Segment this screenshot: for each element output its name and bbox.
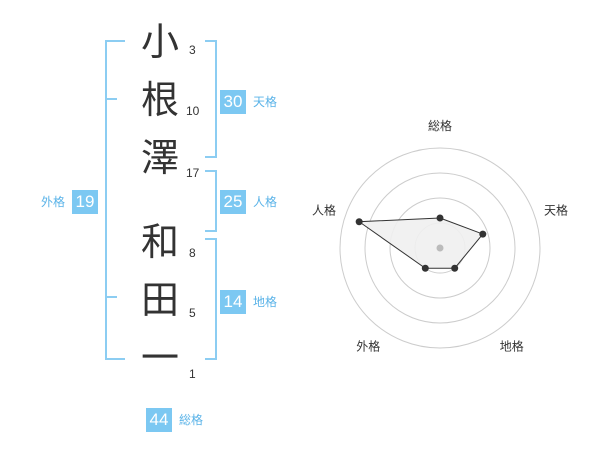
gaikaku-value: 19	[72, 190, 98, 214]
stroke-count-4: 8	[189, 246, 196, 260]
radar-point-3	[451, 264, 459, 272]
soukaku-value: 44	[146, 408, 172, 432]
name-char-3: 澤	[140, 136, 179, 180]
jinkaku-label: 人格	[253, 195, 278, 209]
stroke-count-3: 17	[186, 166, 200, 180]
jinkaku-value: 25	[220, 190, 246, 214]
stroke-count-6: 1	[189, 367, 196, 381]
gaikaku-tick-2	[105, 296, 117, 298]
tenkaku-label: 天格	[253, 95, 278, 109]
radar-point-4	[421, 264, 429, 272]
radar-series-area	[357, 217, 484, 269]
gaikaku-tick-1	[105, 98, 117, 100]
gaikaku-label: 外格	[41, 195, 66, 209]
chikaku-label: 地格	[253, 295, 278, 309]
name-char-2: 根	[140, 78, 179, 122]
stroke-count-2: 10	[186, 104, 200, 118]
soukaku-label: 総格	[179, 413, 204, 427]
name-char-5: 田	[140, 278, 179, 322]
name-char-1: 小	[140, 20, 179, 64]
radar-center-point	[436, 244, 444, 252]
radar-axis-label-4: 外格	[356, 339, 380, 354]
stroke-count-1: 3	[189, 43, 196, 57]
radar-axis-label-5: 人格	[312, 202, 336, 217]
chikaku-value: 14	[220, 290, 246, 314]
radar-grid-ring	[364, 172, 516, 324]
radar-axis-label-2: 天格	[544, 202, 568, 217]
radar-point-2	[479, 230, 487, 238]
name-char-4: 和	[140, 220, 179, 264]
name-char-6: 一	[140, 336, 179, 380]
radar-axis-label-1: 総格	[428, 118, 452, 133]
chikaku-bracket	[205, 238, 217, 360]
gaikaku-bracket	[105, 40, 125, 360]
radar-grid-ring	[389, 197, 491, 299]
tenkaku-bracket	[205, 40, 217, 158]
radar-axis-label-3: 地格	[500, 339, 524, 354]
radar-point-1	[436, 214, 444, 222]
tenkaku-value: 30	[220, 90, 246, 114]
jinkaku-bracket	[205, 170, 217, 232]
stroke-count-5: 5	[189, 306, 196, 320]
radar-point-5	[355, 218, 363, 226]
radar-grid-ring	[339, 147, 541, 349]
